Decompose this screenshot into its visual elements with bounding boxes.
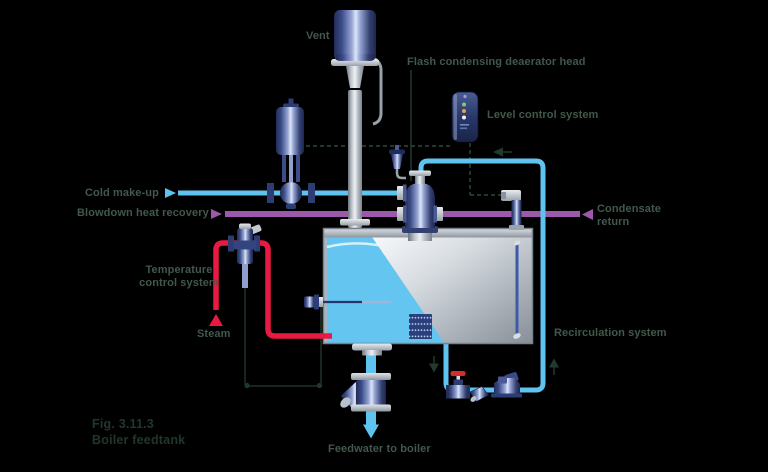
figure-title: Boiler feedtank — [92, 433, 186, 447]
recirculation-pump — [491, 372, 522, 398]
level-signal-dashed-lines — [306, 143, 501, 196]
cold-makeup-label: Cold make-up — [85, 187, 159, 199]
vent-head — [331, 10, 383, 228]
level-probe-internal — [513, 240, 521, 339]
feedwater-strainer-valve — [340, 343, 392, 439]
head-vent-valve — [389, 145, 406, 180]
temperature-control-label: Temperature control system — [139, 264, 219, 289]
vent-label: Vent — [306, 30, 330, 42]
cold-make-up-control-valve — [267, 98, 315, 209]
steam-line — [209, 240, 332, 339]
check-valve — [469, 386, 489, 402]
steam-label: Steam — [197, 328, 231, 340]
flash-head-label: Flash condensing deaerator head — [407, 56, 586, 68]
blowdown-label: Blowdown heat recovery — [77, 207, 209, 219]
condensate-return-label: Condensate return — [597, 203, 661, 228]
level-probe — [501, 190, 524, 230]
temperature-capillary-line — [244, 288, 323, 389]
figure-caption: Fig. 3.11.3 Boiler feedtank — [92, 416, 185, 448]
figure-number: Fig. 3.11.3 — [92, 417, 154, 431]
feedwater-flow-arrow — [363, 424, 379, 439]
steam-injector-valve — [228, 223, 262, 288]
sparge-diffuser — [409, 314, 432, 339]
feedwater-label: Feedwater to boiler — [328, 443, 431, 455]
recirculation-flow-arrows — [429, 147, 559, 375]
level-control-label: Level control system — [487, 109, 599, 121]
isolation-valve — [446, 371, 470, 399]
condensate-return-line — [440, 209, 593, 220]
temperature-sensor — [304, 294, 323, 310]
level-controller-panel — [451, 91, 479, 143]
boiler-feedtank — [322, 227, 534, 345]
blowdown-heat-recovery-line — [211, 209, 412, 219]
flash-condensing-deaerator-head — [389, 145, 443, 241]
recirculation-label: Recirculation system — [554, 327, 667, 339]
